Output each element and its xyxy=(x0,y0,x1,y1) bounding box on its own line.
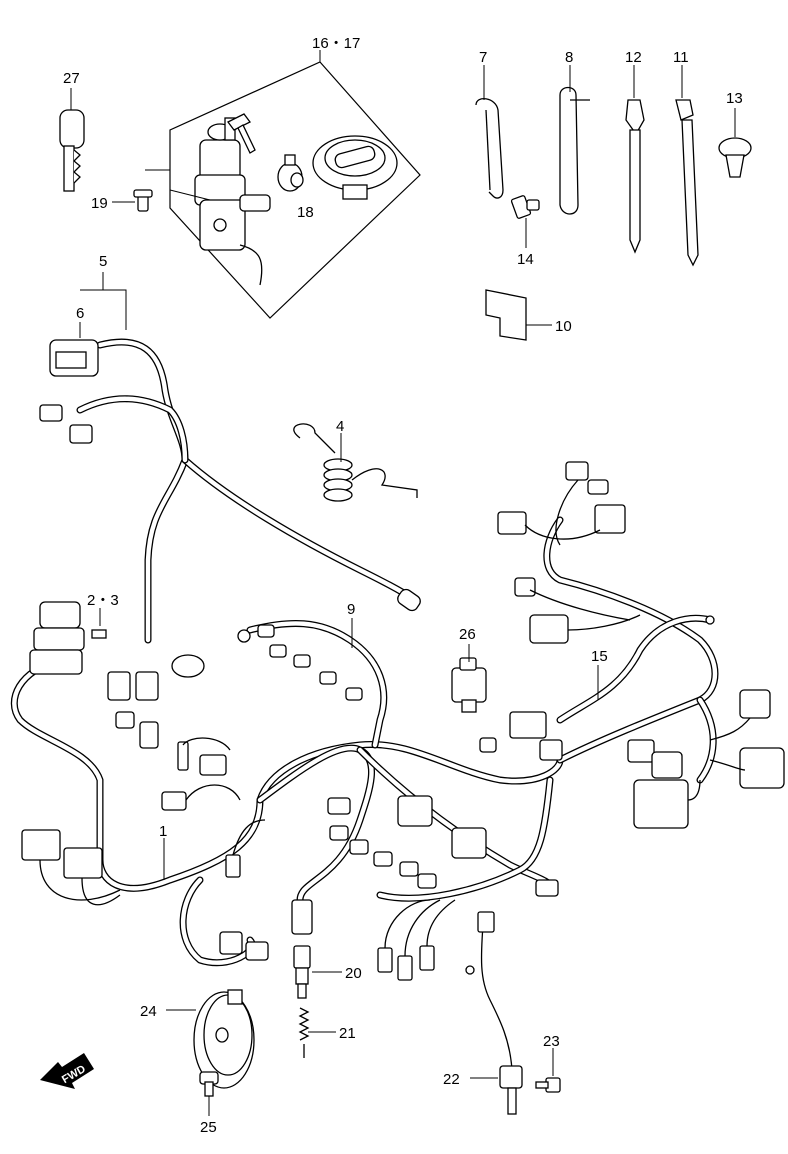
bolt-14[interactable] xyxy=(510,195,540,219)
callout-18: 18 xyxy=(297,204,314,221)
sub-harness-9[interactable] xyxy=(237,620,388,749)
callout-21: 21 xyxy=(339,1025,356,1042)
callout-25: 25 xyxy=(200,1119,217,1136)
callout-23: 23 xyxy=(543,1033,560,1050)
lock-cylinder[interactable] xyxy=(277,154,304,192)
connector-cluster-right[interactable] xyxy=(479,461,715,761)
connector-2-3[interactable] xyxy=(29,601,107,675)
connector-6[interactable] xyxy=(49,339,99,377)
sensor-cable-end[interactable] xyxy=(395,587,422,613)
callout-11: 11 xyxy=(673,49,689,66)
callout-10: 10 xyxy=(555,318,572,335)
callout-1: 1 xyxy=(159,823,167,840)
callout-26: 26 xyxy=(459,626,476,643)
bolt-19[interactable] xyxy=(133,189,153,212)
connector-cluster-far-right[interactable] xyxy=(627,689,785,829)
callout-5: 5 xyxy=(99,253,107,270)
callout-16-17: 16・17 xyxy=(312,35,360,52)
relay-26[interactable] xyxy=(451,657,487,713)
callout-4: 4 xyxy=(336,418,344,435)
sensor-22[interactable] xyxy=(465,911,523,1115)
clamp-8[interactable] xyxy=(559,86,590,215)
key-blank[interactable] xyxy=(59,109,85,192)
callout-22: 22 xyxy=(443,1071,460,1088)
callout-24: 24 xyxy=(140,1003,157,1020)
callout-9: 9 xyxy=(347,601,355,618)
main-harness[interactable] xyxy=(10,338,719,967)
callout-27: 27 xyxy=(63,70,80,87)
callout-7: 7 xyxy=(479,49,487,66)
callout-20: 20 xyxy=(345,965,362,982)
spring-4[interactable] xyxy=(293,423,418,502)
callout-14: 14 xyxy=(517,251,534,268)
connector-pair-left[interactable] xyxy=(39,404,93,444)
horn-24[interactable] xyxy=(193,989,255,1089)
bracket-7[interactable] xyxy=(475,98,504,199)
sub-harness-15[interactable] xyxy=(556,614,714,724)
callout-15: 15 xyxy=(591,648,608,665)
fuel-cap[interactable] xyxy=(312,135,398,200)
clip-13[interactable] xyxy=(718,137,752,178)
callout-12: 12 xyxy=(625,49,642,66)
tie-12[interactable] xyxy=(625,99,645,254)
ignition-keys xyxy=(227,113,256,154)
ignition-switch[interactable] xyxy=(194,117,271,286)
cushion-10[interactable] xyxy=(485,289,527,341)
tie-11[interactable] xyxy=(675,99,699,267)
connector-bank-left[interactable] xyxy=(107,654,205,749)
connector-mid-small[interactable] xyxy=(161,737,266,878)
callout-8: 8 xyxy=(565,49,573,66)
callout-19: 19 xyxy=(91,195,108,212)
connector-cluster-center[interactable] xyxy=(327,795,559,981)
connector-bank-lower-left[interactable] xyxy=(21,829,121,906)
spring-21[interactable] xyxy=(298,1007,310,1058)
neutral-switch-20[interactable] xyxy=(291,899,313,999)
callout-13: 13 xyxy=(726,90,743,107)
callout-6: 6 xyxy=(76,305,84,322)
connector-lower-horn[interactable] xyxy=(219,931,269,961)
bolt-23[interactable] xyxy=(535,1077,561,1093)
ignition-set-box xyxy=(169,50,421,319)
fwd-arrow-icon: FWD xyxy=(40,1053,94,1089)
bolt-25[interactable] xyxy=(199,1071,219,1097)
callout-2-3: 2・3 xyxy=(87,592,119,609)
